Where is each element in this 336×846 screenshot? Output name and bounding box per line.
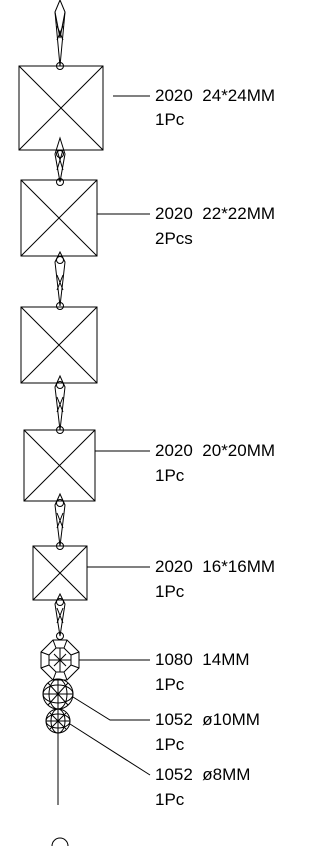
label-20mm-qty: 1Pc xyxy=(155,466,185,485)
label-24mm-spec: 2020 24*24MM xyxy=(155,86,276,105)
label-22mm-spec: 2020 22*22MM xyxy=(155,204,276,223)
connector-link-3 xyxy=(54,250,66,310)
connector-link-5 xyxy=(54,492,66,550)
ball-crystal-10mm xyxy=(42,678,74,710)
square-prism-22mm-b xyxy=(20,306,98,384)
label-10mm-qty: 1Pc xyxy=(155,735,185,754)
label-8mm-spec: 1052 ø8MM xyxy=(155,765,251,784)
square-prism-20mm xyxy=(23,429,96,502)
connector-link-2 xyxy=(54,136,66,186)
label-22mm-qty: 2Pcs xyxy=(155,229,193,248)
label-10mm-spec: 1052 ø10MM xyxy=(155,710,260,729)
connector-link-1 xyxy=(54,0,66,70)
octagon-crystal-14mm xyxy=(40,639,80,681)
square-prism-24mm xyxy=(18,65,104,151)
leader-line-10mm xyxy=(72,696,150,721)
label-16mm-qty: 1Pc xyxy=(155,582,185,601)
label-14mm-qty: 1Pc xyxy=(155,675,185,694)
connector-link-6 xyxy=(54,592,66,640)
label-16mm-spec: 2020 16*16MM xyxy=(155,557,276,576)
ball-crystal-8mm xyxy=(45,708,71,734)
square-prism-16mm xyxy=(32,545,88,601)
bottom-hook-ring xyxy=(51,837,69,846)
label-20mm-spec: 2020 20*20MM xyxy=(155,441,276,460)
square-prism-22mm-a xyxy=(20,179,98,257)
label-8mm-qty: 1Pc xyxy=(155,790,185,809)
label-14mm-spec: 1080 14MM xyxy=(155,650,250,669)
leader-line-8mm xyxy=(69,723,151,776)
connector-link-4 xyxy=(54,374,66,434)
label-24mm-qty: 1Pc xyxy=(155,110,185,129)
